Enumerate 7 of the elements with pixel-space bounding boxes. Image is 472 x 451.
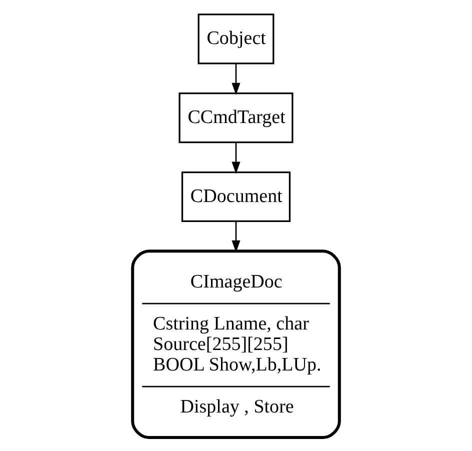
arrow [232,62,240,95]
node-box: CDocument [181,170,291,222]
arrow [232,142,240,174]
node-box: CCmdTarget [178,92,294,143]
arrow [232,221,240,252]
node-box: Cobject [198,13,274,64]
node-box: CImageDoc Cstring Lname, char Source[255][255] BOOL Show,Lb,LUp. Display , Store [131,249,341,439]
